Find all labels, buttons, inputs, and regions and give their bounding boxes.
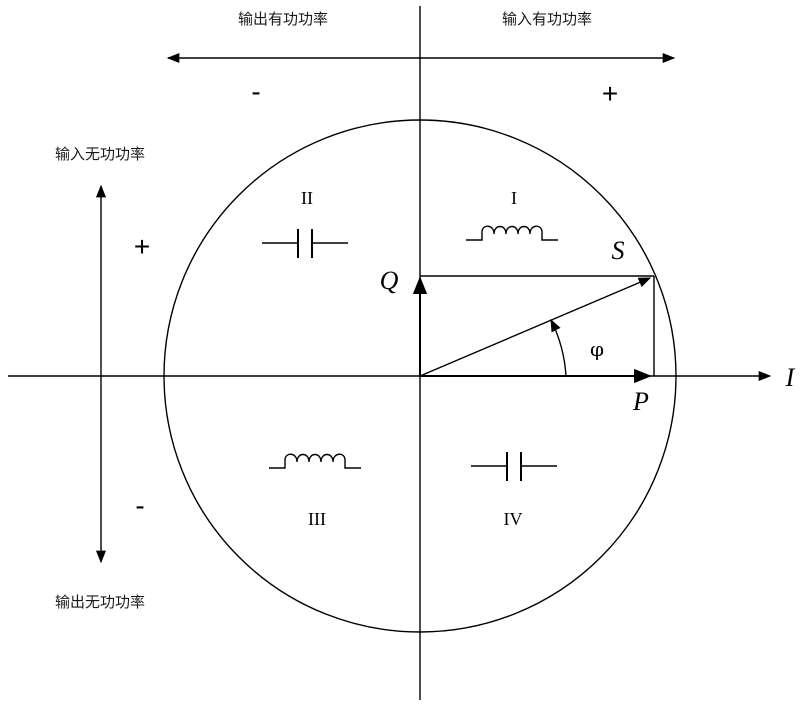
inductor-icon (269, 453, 361, 469)
i-axis-label: I (785, 363, 796, 392)
quadrant-label-ii: II (301, 188, 313, 208)
q-label: Q (380, 266, 399, 295)
p-label: P (632, 387, 649, 416)
reactive-input-sign: + (134, 231, 150, 262)
quadrant-label-i: I (511, 188, 517, 208)
inductor-icon (466, 225, 558, 241)
capacitor-icon (262, 229, 348, 258)
output-reactive-power-label: 输出无功功率 (55, 593, 145, 611)
s-label: S (612, 236, 625, 265)
s-vector (419, 277, 652, 377)
quadrant-label-iv: IV (504, 509, 523, 529)
phi-angle-arc (550, 318, 567, 377)
phi-label: φ (590, 337, 604, 361)
input-reactive-power-label: 输入无功功率 (55, 145, 145, 163)
capacitor-icon (471, 452, 557, 481)
quadrant-label-iii: III (308, 509, 326, 529)
output-active-power-label: 输出有功功率 (238, 10, 328, 28)
input-active-power-label: 输入有功功率 (502, 10, 592, 28)
active-output-sign: - (251, 76, 260, 107)
reactive-output-sign: - (135, 490, 144, 521)
active-input-sign: + (602, 78, 618, 109)
